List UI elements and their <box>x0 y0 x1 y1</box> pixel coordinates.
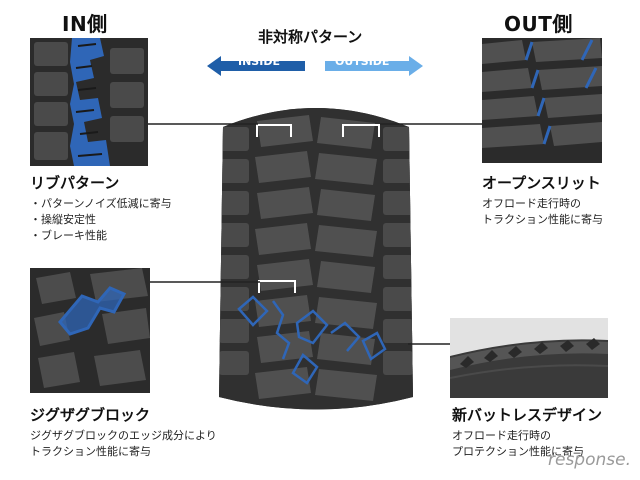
open-slit-title: オープンスリット <box>482 174 601 192</box>
rib-pattern-photo <box>30 38 148 166</box>
watermark-logo: response. <box>548 450 631 470</box>
buttress-title: 新バットレスデザイン <box>452 406 603 424</box>
buttress-line-1: オフロード走行時の <box>452 429 551 442</box>
buttress-line-2: プロテクション性能に寄与 <box>452 445 584 458</box>
inside-arrow-icon <box>207 56 305 76</box>
direction-arrows <box>207 56 423 76</box>
outside-label: OUTSIDE <box>335 55 390 68</box>
rib-bullet-1: ・パターンノイズ低減に寄与 <box>30 197 172 210</box>
zigzag-line-2: トラクション性能に寄与 <box>30 445 151 458</box>
open-slit-desc: オフロード走行時の トラクション性能に寄与 <box>482 196 603 228</box>
rib-pattern-bullets: ・パターンノイズ低減に寄与 ・操縦安定性 ・ブレーキ性能 <box>30 196 172 244</box>
open-slit-photo <box>482 38 602 163</box>
zigzag-block-photo <box>30 268 150 393</box>
rib-pattern-title: リブパターン <box>30 174 120 192</box>
zigzag-line-1: ジグザグブロックのエッジ成分により <box>30 429 217 442</box>
zigzag-block-desc: ジグザグブロックのエッジ成分により トラクション性能に寄与 <box>30 428 217 460</box>
open-slit-line-1: オフロード走行時の <box>482 197 581 210</box>
rib-bullet-3: ・ブレーキ性能 <box>30 229 107 242</box>
asymmetric-pattern-title: 非対称パターン <box>258 28 363 46</box>
inside-label: INSIDE <box>238 55 280 68</box>
open-slit-line-2: トラクション性能に寄与 <box>482 213 603 226</box>
out-side-title: OUT側 <box>504 12 573 36</box>
in-side-title: IN側 <box>62 12 108 36</box>
rib-bullet-2: ・操縦安定性 <box>30 213 96 226</box>
buttress-desc: オフロード走行時の プロテクション性能に寄与 <box>452 428 584 460</box>
zigzag-block-title: ジグザグブロック <box>30 406 151 424</box>
tire-image <box>213 97 419 410</box>
buttress-photo <box>450 318 608 398</box>
zigzag-outline <box>58 286 127 336</box>
outside-arrow-icon <box>325 56 423 76</box>
